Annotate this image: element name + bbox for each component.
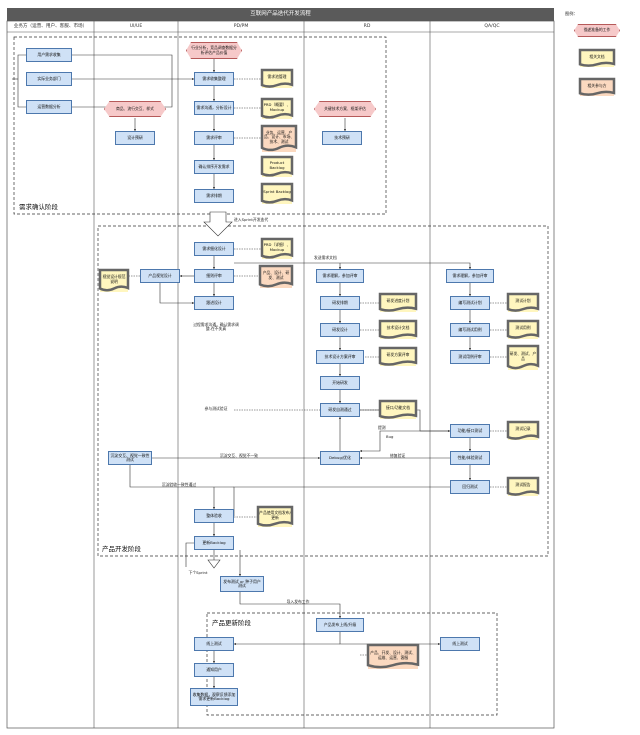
node-draft-review: 细则评审 bbox=[194, 269, 234, 283]
lane-header-pd: PD/PM bbox=[233, 24, 249, 29]
lane-header-uiue: UI/UE bbox=[129, 24, 143, 29]
node-user-needs: 用户需求收集 bbox=[26, 48, 72, 62]
doc-pool: 需求池管理 bbox=[262, 70, 292, 88]
doc-prd-detail: PRD（详细）、Mockup bbox=[262, 239, 292, 259]
note-bug: Bug bbox=[386, 434, 394, 439]
doc-qa-plan: 测试计划 bbox=[508, 294, 538, 312]
node-qa-understand: 需求理解，参加评审 bbox=[446, 269, 494, 283]
doc-rd-review: 研发方案评审 bbox=[380, 348, 416, 366]
doc-parties: 业务、运营、产品、设计、市场、技术、测试 bbox=[262, 126, 296, 152]
doc-qa-report: 测试报告 bbox=[508, 478, 538, 496]
node-proto-design: 产品视觉设计 bbox=[140, 269, 180, 283]
node-sort: 需求排期 bbox=[194, 189, 234, 203]
node-plan-design: 需求细化设计 bbox=[194, 242, 234, 256]
node-regression: 回归测试 bbox=[450, 480, 490, 494]
node-update-backlog: 更新Backlog bbox=[194, 536, 234, 550]
lane-header-business: 业务方（运营、用户、客服、市场） bbox=[13, 24, 88, 29]
doc-rd-api: 接口/功能文档 bbox=[380, 401, 416, 419]
legend-title: 图例： bbox=[565, 11, 578, 16]
node-rd-understand: 需求理解，参加评审 bbox=[316, 269, 364, 283]
node-release: 发布测试 or 种子用户测试 bbox=[220, 576, 264, 592]
note-join-test: 参与测试验证 bbox=[204, 406, 228, 411]
node-rd-prep: 关键技术方案、框架评估 bbox=[314, 101, 376, 117]
node-review: 需求评审 bbox=[194, 131, 234, 145]
legend-doc-orange: 相关参与方 bbox=[580, 79, 614, 96]
node-tech-review: 技术设计方案评审 bbox=[316, 350, 364, 364]
doc-accept-notes: 产品使用文档发布/更新 bbox=[258, 507, 292, 527]
node-case-review: 测试用例评审 bbox=[450, 350, 490, 364]
node-design-eval: 设计预研 bbox=[115, 131, 155, 145]
note-sprint: 进入Sprint开发迭代 bbox=[234, 217, 269, 222]
node-ui-prep: 商品、流行交互、样式 bbox=[104, 101, 166, 117]
note-pd-communication: 过程需求沟通，确认需求调整-在不失真 bbox=[193, 322, 239, 332]
phase-label-update: 产品更新阶段 bbox=[212, 619, 251, 627]
doc-parties-2: 产品、设计、研发、测试 bbox=[260, 266, 292, 288]
node-func-test: 功能/接口测试 bbox=[450, 424, 490, 438]
node-verify: 线上测试 bbox=[194, 637, 234, 651]
node-dev-plan: 研发排期 bbox=[320, 296, 360, 310]
doc-parties-3: 产品、开发、设计、测试、运维、运营、客服 bbox=[368, 645, 418, 669]
node-write-plan: 编写测试计划 bbox=[450, 296, 490, 310]
node-ops-analysis: 运营数据分析 bbox=[26, 100, 72, 114]
node-accept: 整体验收 bbox=[194, 509, 234, 523]
note-adjust: 沉淀交互、视觉不一致 bbox=[220, 453, 258, 458]
doc-ui-spec: 视觉设计规范说明 bbox=[100, 270, 128, 292]
doc-qa-env: 研发、测试、产品 bbox=[508, 346, 538, 370]
node-pd-prep: 行业分析，竞品调查数据分析评估产品价值 bbox=[186, 42, 242, 59]
doc-prd: PRD（概要）、Mockup bbox=[262, 99, 292, 119]
node-arch-design: 研发设计 bbox=[320, 323, 360, 337]
doc-rd-plan: 研发进度计划 bbox=[380, 294, 416, 312]
note-publish: 导入发布工作 bbox=[286, 599, 310, 604]
node-follow-design: 跟进设计 bbox=[194, 296, 234, 310]
node-collect-feedback: 收集数据，观察反馈添加需求更新Backlog bbox=[190, 688, 238, 706]
note-send-doc: 发送需求文档 bbox=[314, 255, 337, 260]
node-online-test: 线上测试 bbox=[440, 637, 480, 651]
doc-qa-record: 测试记录 bbox=[508, 422, 538, 440]
note-submit: 提测 bbox=[378, 425, 386, 430]
node-analyze: 需求沟通，分析设计 bbox=[194, 101, 234, 115]
diagram-title: 互联网产品迭代开发流程 bbox=[7, 8, 554, 21]
doc-sprint: Sprint Backlog bbox=[262, 184, 292, 204]
node-debug: Debug/优化 bbox=[320, 451, 360, 465]
node-confirm: 确认排序开发需求 bbox=[194, 160, 234, 174]
node-start-dev: 开始研发 bbox=[320, 376, 360, 390]
note-fix: 修复验证 bbox=[390, 453, 406, 458]
phase-label-development: 产品开发阶段 bbox=[102, 545, 141, 553]
node-notify: 通知用户 bbox=[194, 663, 234, 677]
note-collect: 沉淀验收一致性通过 bbox=[161, 482, 197, 487]
node-field-dept: 实际业务部门 bbox=[26, 72, 72, 86]
legend-doc-yellow: 相关文档 bbox=[580, 50, 614, 67]
node-biz-dev-test: 沉淀交互、视觉一致性测试 bbox=[108, 451, 152, 465]
node-perf-test: 性能/体验测试 bbox=[450, 451, 490, 465]
node-launch: 产品发布上线/升级 bbox=[316, 618, 364, 632]
node-collect: 需求收集整理 bbox=[194, 72, 234, 86]
doc-rd-tech: 技术设计文档 bbox=[380, 321, 416, 339]
doc-backlog: Product Backlog bbox=[262, 157, 292, 177]
node-self-test: 研发自测通过 bbox=[320, 403, 360, 417]
lane-header-qa: QA/QC bbox=[484, 24, 500, 29]
node-write-cases: 编写测试用例 bbox=[450, 323, 490, 337]
doc-qa-cases: 测试用例 bbox=[508, 321, 538, 339]
phase-label-requirements: 需求确认阶段 bbox=[19, 203, 58, 211]
note-next-sprint: 下个Sprint bbox=[188, 570, 208, 575]
lane-header-rd: RD bbox=[363, 24, 371, 29]
node-tech-eval: 技术预研 bbox=[322, 131, 362, 145]
legend-hex: 描述准备的工作 bbox=[574, 24, 620, 37]
